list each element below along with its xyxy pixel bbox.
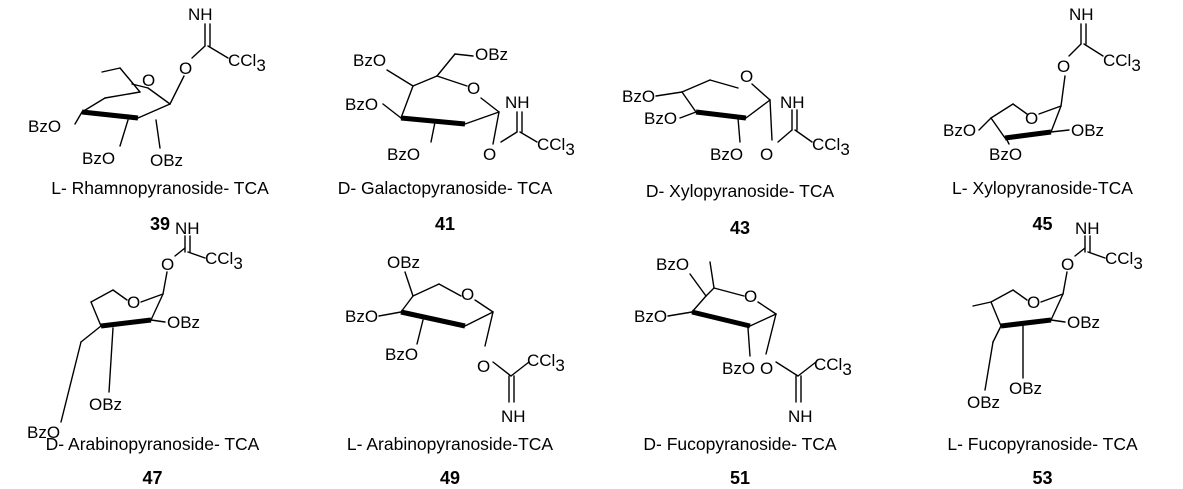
structure-41: BzO OBz O BzO BzO O NH CCl3 — [345, 45, 575, 164]
compound-number: 43 — [729, 218, 751, 238]
nh-label: NH — [780, 93, 805, 112]
compound-number: 49 — [439, 468, 461, 488]
structure-53: O OBz OBz OBz O NH CCl3 — [967, 219, 1143, 412]
anomeric-oxygen: O — [760, 359, 773, 378]
ccl3-label: CCl3 — [812, 135, 850, 159]
ccl3-label: CCl3 — [527, 351, 565, 375]
bzo-label: BzO — [28, 117, 61, 136]
structure-39: O BzO BzO OBz O NH CCl3 — [28, 5, 266, 170]
compound-53: O OBz OBz OBz O NH CCl3 L- Fucopyranosid… — [905, 219, 1180, 489]
obz-label: OBz — [475, 45, 508, 64]
compound-name: D- Fucopyranoside- TCA — [643, 434, 837, 454]
bzo-label: BzO — [353, 51, 386, 70]
anomeric-oxygen: O — [1061, 255, 1074, 274]
obz-label: OBz — [387, 253, 420, 272]
ring-oxygen: O — [127, 293, 140, 312]
bzo-label: BzO — [82, 149, 115, 168]
anomeric-oxygen: O — [477, 357, 490, 376]
compound-number: 41 — [434, 214, 456, 234]
bzo-label: BzO — [345, 95, 378, 114]
obz-label: OBz — [1067, 313, 1100, 332]
bzo-label: BzO — [622, 87, 655, 106]
anomeric-oxygen: O — [760, 145, 773, 164]
obz-label: OBz — [150, 151, 183, 170]
obz-label: OBz — [1009, 379, 1042, 398]
ccl3-label: CCl3 — [814, 355, 852, 379]
bzo-label: BzO — [345, 307, 378, 326]
compound-name: L- Xylopyranoside-TCA — [952, 178, 1133, 198]
compound-name: D- Arabinopyranoside- TCA — [45, 434, 260, 454]
bzo-label: BzO — [710, 145, 743, 164]
nh-label: NH — [188, 5, 213, 24]
bzo-label: BzO — [385, 345, 418, 364]
compound-number: 47 — [142, 468, 163, 488]
compound-47: O BzO OBz OBz O NH CCl3 D- Arabinopyrano… — [5, 219, 300, 489]
structure-45: BzO O BzO OBz O NH CCl3 — [943, 5, 1141, 164]
compound-name: D- Galactopyranoside- TCA — [337, 178, 553, 198]
ccl3-label: CCl3 — [228, 51, 266, 75]
compound-43: BzO BzO O BzO O NH CCl3 D- Xylopyranosid… — [600, 0, 880, 240]
ring-oxygen: O — [142, 71, 155, 90]
ring-oxygen: O — [744, 287, 757, 306]
bzo-label: BzO — [989, 145, 1022, 164]
compound-number: 53 — [1032, 468, 1053, 488]
nh-label: NH — [1069, 5, 1094, 24]
bzo-label: BzO — [943, 121, 976, 140]
obz-label: OBz — [167, 313, 200, 332]
obz-label: OBz — [967, 393, 1000, 412]
bzo-label: BzO — [656, 255, 689, 274]
anomeric-oxygen: O — [483, 145, 496, 164]
anomeric-oxygen: O — [1057, 57, 1070, 76]
compound-number: 45 — [1032, 214, 1053, 234]
compound-name: L- Rhamnopyranoside- TCA — [51, 178, 269, 198]
ccl3-label: CCl3 — [1105, 249, 1143, 273]
nh-label: NH — [505, 93, 530, 112]
nh-label: NH — [501, 407, 526, 426]
anomeric-oxygen: O — [179, 59, 192, 78]
nh-label: NH — [788, 407, 813, 426]
ccl3-label: CCl3 — [205, 249, 243, 273]
bzo-label: BzO — [27, 423, 60, 442]
compound-51: BzO BzO O BzO O NH CCl3 D- Fucopyran — [600, 250, 880, 489]
ccl3-label: CCl3 — [1103, 51, 1141, 75]
obz-label: OBz — [89, 395, 122, 414]
compound-41: BzO OBz O BzO BzO O NH CCl3 — [305, 0, 585, 240]
nh-label: NH — [1075, 219, 1100, 238]
compound-name: L- Arabinopyranoside-TCA — [346, 434, 554, 454]
structure-47: O BzO OBz OBz O NH CCl3 — [27, 219, 243, 442]
ring-oxygen: O — [1025, 109, 1038, 128]
ring-oxygen: O — [1027, 293, 1040, 312]
compound-number: 39 — [149, 214, 171, 234]
ring-oxygen: O — [467, 79, 480, 98]
compound-name: D- Xylopyranoside- TCA — [645, 181, 835, 201]
structure-49: OBz BzO O BzO O NH CCl3 — [345, 253, 565, 426]
compound-49: OBz BzO O BzO O NH CCl3 L- Arabinopyrano… — [305, 250, 595, 489]
structure-51: BzO BzO O BzO O NH CCl3 — [634, 255, 852, 426]
ccl3-label: CCl3 — [537, 135, 575, 159]
compound-number: 51 — [729, 468, 751, 488]
bzo-label: BzO — [722, 359, 755, 378]
structure-43: BzO BzO O BzO O NH CCl3 — [622, 67, 850, 164]
anomeric-oxygen: O — [161, 255, 174, 274]
obz-label: OBz — [1071, 121, 1104, 140]
compound-45: BzO O BzO OBz O NH CCl3 L- Xylopyranosid… — [905, 0, 1180, 240]
compound-39: O BzO BzO OBz O NH CCl3 L- Rhamnopyranos… — [20, 0, 300, 240]
bzo-label: BzO — [644, 109, 677, 128]
ring-oxygen: O — [740, 67, 753, 86]
bzo-label: BzO — [387, 145, 420, 164]
nh-label: NH — [175, 219, 200, 238]
ring-oxygen: O — [461, 285, 474, 304]
bzo-label: BzO — [634, 307, 667, 326]
compound-name: L- Fucopyranoside- TCA — [947, 434, 1138, 454]
